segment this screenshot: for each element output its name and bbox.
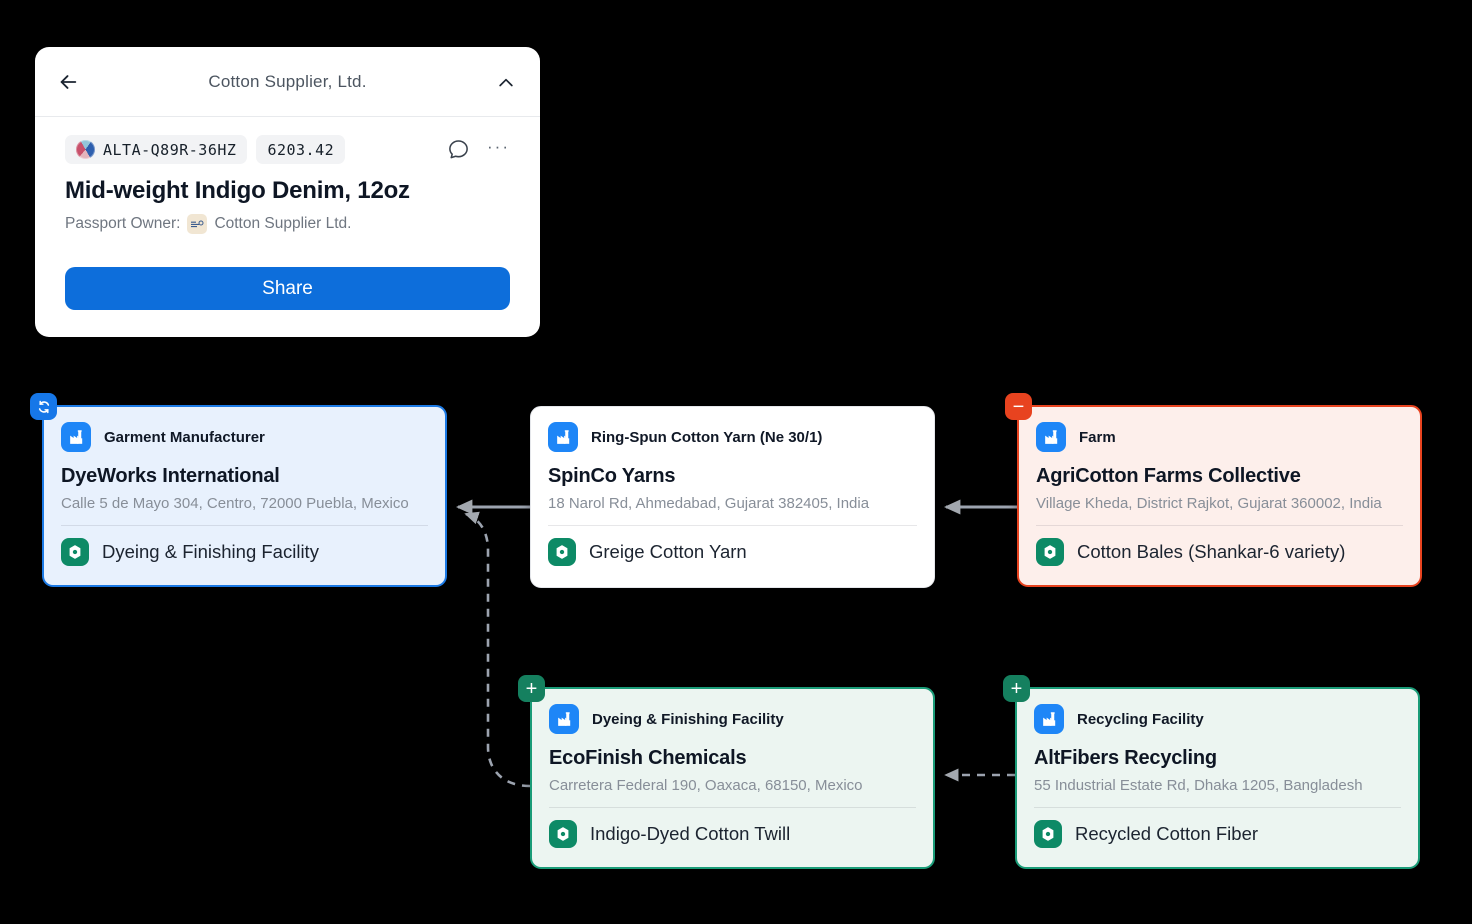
node-address: 18 Narol Rd, Ahmedabad, Gujarat 382405, … [548,495,870,512]
add-badge-button[interactable]: + [518,675,545,702]
node-name: AgriCotton Farms Collective [1036,465,1301,487]
node-divider [548,525,917,526]
node-address: Village Kheda, District Rajkot, Gujarat … [1036,495,1382,512]
passport-card: Cotton Supplier, Ltd. ALTA-Q89R-36HZ 620… [35,47,540,337]
connector-ecofinish-to-dyeworks [464,511,531,788]
owner-name: Cotton Supplier Ltd. [214,215,352,232]
sync-icon [38,400,49,413]
passport-card-header: Cotton Supplier, Ltd. [35,47,540,117]
factory-icon [61,422,91,452]
node-name: EcoFinish Chemicals [549,747,747,769]
factory-icon [1034,704,1064,734]
owner-label: Passport Owner: [65,215,181,232]
sync-badge-button[interactable] [30,393,57,420]
node-role: Farm [1079,428,1116,446]
brand-logo-icon [76,140,95,159]
add-badge-button[interactable]: + [1003,675,1030,702]
factory-icon [548,422,578,452]
product-code-badge: 6203.42 [256,135,346,164]
node-name: DyeWorks International [61,465,280,487]
node-output: Indigo-Dyed Cotton Twill [590,823,791,844]
node-role: Ring-Spun Cotton Yarn (Ne 30/1) [591,428,823,446]
node-output: Cotton Bales (Shankar-6 variety) [1077,541,1346,562]
node-divider [1034,807,1401,808]
node-address: Calle 5 de Mayo 304, Centro, 72000 Puebl… [61,495,409,512]
passport-id-badge: ALTA-Q89R-36HZ [65,135,248,164]
node-output: Greige Cotton Yarn [589,541,747,562]
passport-card-title: Cotton Supplier, Ltd. [208,71,367,91]
node-divider [549,807,916,808]
product-title: Mid-weight Indigo Denim, 12oz [65,177,410,204]
back-arrow-icon[interactable] [57,71,79,93]
factory-icon [1036,422,1066,452]
node-card-spinco[interactable]: Ring-Spun Cotton Yarn (Ne 30/1) SpinCo Y… [530,406,935,588]
node-card-agricotton[interactable]: − Farm AgriCotton Farms Collective Villa… [1005,393,1422,587]
node-role: Garment Manufacturer [104,428,265,446]
node-card-altfibers[interactable]: + Recycling Facility AltFibers Recycling… [1003,675,1420,869]
passport-id-text: ALTA-Q89R-36HZ [103,140,237,159]
node-role: Recycling Facility [1077,710,1204,728]
product-icon [1036,538,1064,566]
node-role: Dyeing & Finishing Facility [592,710,784,728]
node-name: SpinCo Yarns [548,465,676,487]
node-address: Carretera Federal 190, Oaxaca, 68150, Me… [549,777,863,794]
node-divider [1036,525,1403,526]
node-card-dyeworks[interactable]: Garment Manufacturer DyeWorks Internatio… [30,393,447,587]
remove-badge-button[interactable]: − [1005,393,1032,420]
product-icon [548,538,576,566]
node-divider [61,525,428,526]
product-icon [61,538,89,566]
node-name: AltFibers Recycling [1034,747,1217,769]
factory-icon [549,704,579,734]
product-icon [1034,820,1062,848]
owner-logo-icon [187,214,208,234]
comment-icon[interactable] [447,138,470,161]
node-output: Recycled Cotton Fiber [1075,823,1259,844]
node-address: 55 Industrial Estate Rd, Dhaka 1205, Ban… [1034,777,1363,794]
chevron-up-icon[interactable] [496,73,516,93]
node-output: Dyeing & Finishing Facility [102,541,319,562]
share-button[interactable]: Share [65,267,510,310]
product-icon [549,820,577,848]
product-code-text: 6203.42 [267,140,335,159]
node-card-ecofinish[interactable]: + Dyeing & Finishing Facility EcoFinish … [518,675,935,869]
more-options-button[interactable]: ··· [487,137,510,156]
